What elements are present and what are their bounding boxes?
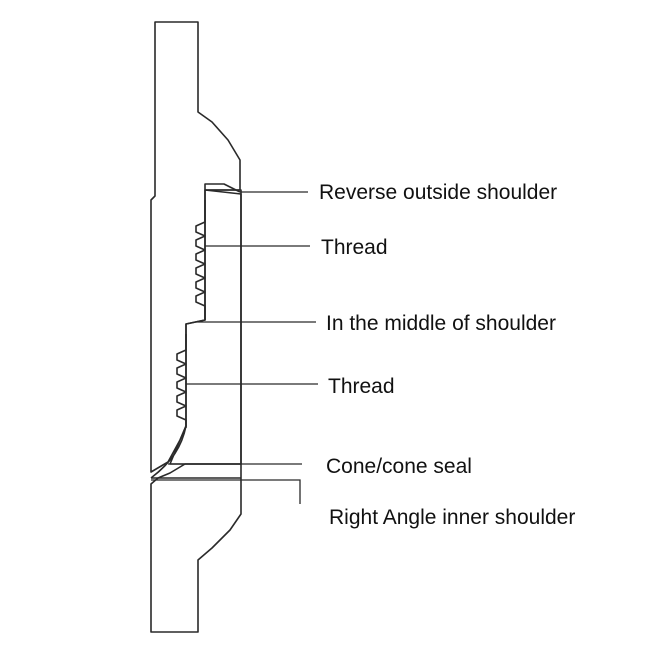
label-right-angle-inner-shoulder: Right Angle inner shoulder xyxy=(329,506,575,529)
reverse-outside-shoulder-step xyxy=(204,183,241,193)
cone-seal-line xyxy=(150,425,187,479)
box-member-section xyxy=(150,21,241,473)
label-thread-lower: Thread xyxy=(328,375,395,398)
label-cone-seal: Cone/cone seal xyxy=(326,455,472,478)
leader-right-angle-inner-shoulder xyxy=(151,479,301,504)
label-thread-upper: Thread xyxy=(321,236,388,259)
label-reverse-outside-shoulder: Reverse outside shoulder xyxy=(319,181,557,204)
pin-thread-body xyxy=(169,189,242,465)
upper-thread-profile xyxy=(195,200,206,320)
label-middle-shoulder: In the middle of shoulder xyxy=(326,312,556,335)
lower-thread-profile xyxy=(176,334,187,428)
